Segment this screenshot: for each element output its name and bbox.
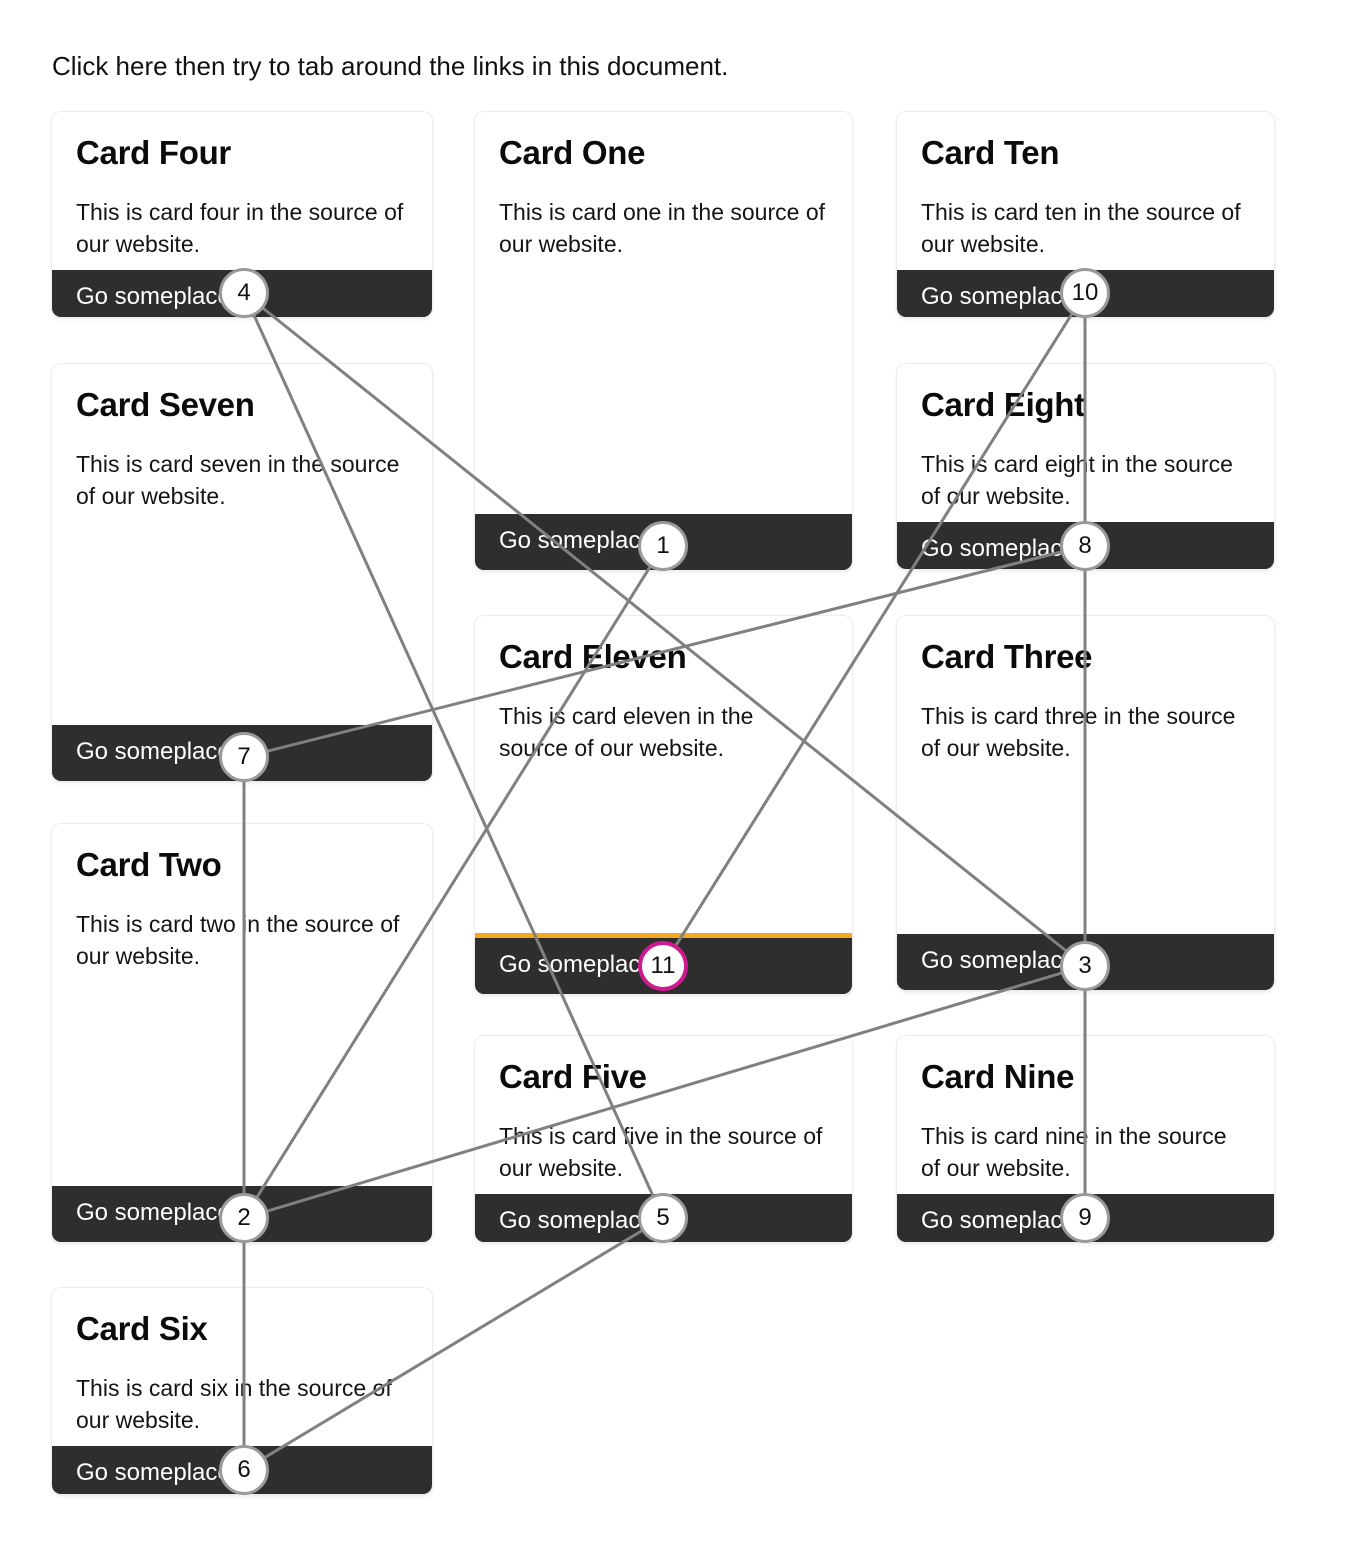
card-description: This is card nine in the source of our w… [921,1123,1227,1181]
card-description: This is card four in the source of our w… [76,199,404,257]
card-footer: Go someplace [475,933,852,994]
card-link-goto[interactable]: Go someplace [921,535,1076,562]
card-link-goto[interactable]: Go someplace [76,1459,231,1486]
card-description: This is card ten in the source of our we… [921,199,1241,257]
card-title: Card Nine [921,1058,1075,1095]
card-link-goto[interactable]: Go someplace [76,283,231,310]
card-link-goto[interactable]: Go someplace [921,947,1076,974]
card-title: Card Eleven [499,638,687,675]
card-title: Card Two [76,846,222,883]
card-description: This is card seven in the source of our … [76,451,400,509]
card-link-goto[interactable]: Go someplace [921,283,1076,310]
card-description: This is card three in the source of our … [921,703,1236,761]
card-title: Card Six [76,1310,208,1347]
card-link-goto[interactable]: Go someplace [499,1207,654,1234]
card-title: Card Four [76,134,231,171]
card-link-goto[interactable]: Go someplace [921,1207,1076,1234]
card-description: This is card one in the source of our we… [499,199,825,257]
card-description: This is card eleven in the source of our… [499,703,754,761]
card-footer: Go someplace [475,1194,852,1242]
card-footer: Go someplace [52,725,432,781]
card-title: Card Ten [921,134,1060,171]
card-title: Card One [499,134,646,171]
card-link-goto[interactable]: Go someplace [499,527,654,554]
card-description: This is card two in the source of our we… [76,911,400,969]
card-description: This is card eight in the source of our … [921,451,1233,509]
card-title: Card Seven [76,386,255,423]
card-footer: Go someplace [897,522,1274,569]
page-intro-text: Click here then try to tab around the li… [52,51,729,81]
card-description: This is card five in the source of our w… [499,1123,823,1181]
card-title: Card Five [499,1058,647,1095]
card-footer: Go someplace [897,1194,1274,1242]
card-title: Card Eight [921,386,1085,423]
card-description: This is card six in the source of our we… [76,1375,392,1433]
card-footer: Go someplace [897,270,1274,317]
card-footer: Go someplace [897,934,1274,990]
card-link-goto[interactable]: Go someplace [76,1199,231,1226]
card-link-goto[interactable]: Go someplace [76,738,231,765]
card-link-goto[interactable]: Go someplace [499,951,654,978]
card-footer: Go someplace [52,1186,432,1242]
card-footer: Go someplace [475,514,852,570]
card-title: Card Three [921,638,1093,675]
card-footer: Go someplace [52,270,432,317]
card-footer: Go someplace [52,1446,432,1494]
